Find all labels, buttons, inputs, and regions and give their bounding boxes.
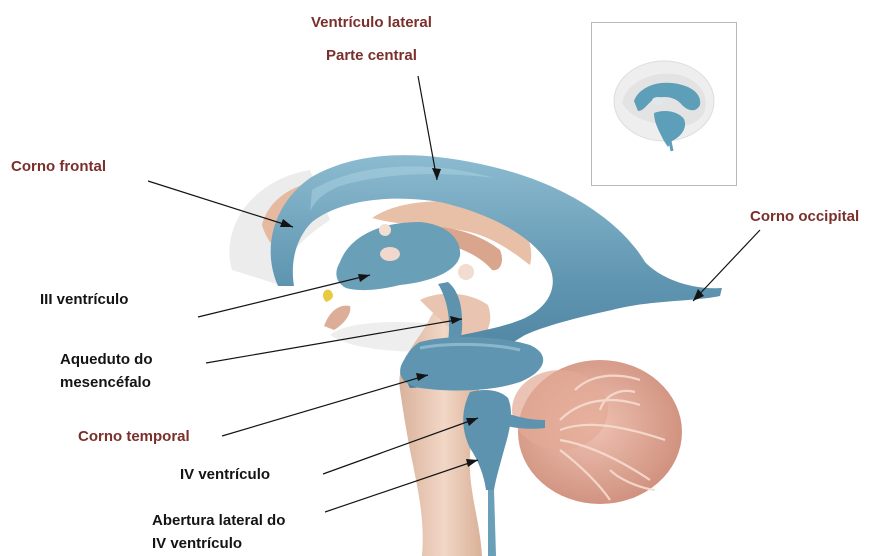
label-abertura-line2: IV ventrículo — [152, 534, 242, 553]
leader-corno-occipital — [693, 230, 760, 301]
label-iv-ventriculo: IV ventrículo — [180, 465, 270, 484]
label-parte-central: Parte central — [326, 46, 417, 65]
cerebellum — [512, 360, 682, 504]
inset-brain-thumbnail — [592, 23, 736, 185]
temporal-horn — [400, 337, 543, 391]
label-ventriculo-lateral: Ventrículo lateral — [311, 13, 432, 32]
label-corno-temporal: Corno temporal — [78, 427, 190, 446]
label-aqueduto-line2: mesencéfalo — [60, 373, 151, 392]
leader-corno-temporal — [222, 375, 428, 436]
brain-orientation-inset — [591, 22, 737, 186]
label-corno-frontal: Corno frontal — [11, 157, 106, 176]
label-iii-ventriculo: III ventrículo — [40, 290, 128, 309]
label-aqueduto-line1: Aqueduto do — [60, 350, 152, 369]
label-corno-occipital: Corno occipital — [750, 207, 859, 226]
label-abertura-line1: Abertura lateral do — [152, 511, 285, 530]
